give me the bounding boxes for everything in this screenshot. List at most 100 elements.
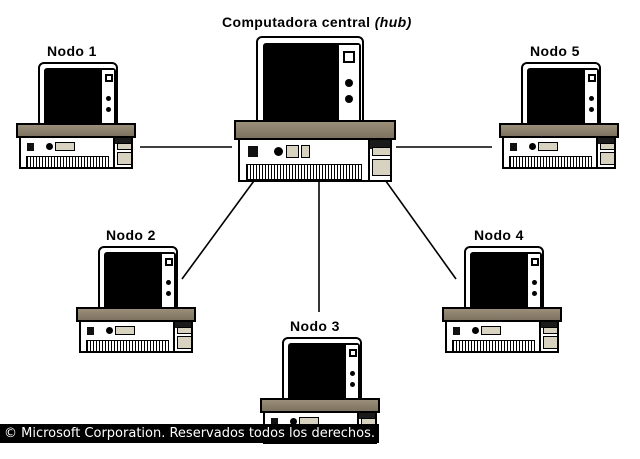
case-front (502, 136, 616, 169)
monitor-knob-upper-icon (350, 371, 355, 376)
monitor-knob-upper-icon (532, 280, 537, 285)
monitor-knob-upper-icon (106, 96, 111, 101)
drive-slot-upper (177, 327, 191, 334)
drive-led-icon (472, 327, 479, 334)
computer-node1[interactable] (12, 62, 140, 169)
monitor-knob-upper-icon (589, 96, 594, 101)
power-button-icon[interactable] (510, 143, 517, 151)
monitor-knob-lower-icon (589, 107, 594, 112)
drive-bay-shadow (541, 322, 557, 328)
monitor-screen (265, 45, 337, 121)
drive-bay (539, 322, 557, 351)
power-button-icon[interactable] (248, 146, 258, 157)
monitor-inner (470, 252, 542, 310)
monitor-control-panel (337, 45, 359, 121)
drive-bay (173, 322, 191, 351)
computer-node5[interactable] (495, 62, 623, 169)
drive-bay-shadow (115, 138, 131, 144)
drive-led-icon (529, 143, 536, 150)
monitor-control-panel (583, 70, 597, 124)
case-front (445, 320, 559, 353)
drive-led-icon (274, 147, 283, 156)
monitor-bezel (38, 62, 118, 128)
case-vents (86, 340, 169, 351)
monitor-inner (263, 43, 361, 123)
case-top-surface (18, 125, 134, 136)
drive-led-icon (46, 143, 53, 150)
monitor-inner (527, 68, 599, 126)
computer-node2[interactable] (72, 246, 200, 353)
case-top-deck (234, 120, 396, 140)
diagram-title: Computadora central (hub) (222, 14, 412, 30)
monitor-inner (104, 252, 176, 310)
drive-slot-lower (600, 152, 614, 165)
case-vents (26, 156, 109, 167)
case-vents (452, 340, 535, 351)
case-top-surface (262, 400, 378, 411)
drive-bay (596, 138, 614, 167)
monitor-knob-lower-icon (345, 95, 353, 103)
monitor-screen (472, 254, 526, 308)
front-panel-strip (115, 326, 135, 335)
power-button-icon[interactable] (271, 418, 278, 426)
drive-slot-upper (600, 143, 614, 150)
drive-bay-shadow (370, 140, 390, 149)
front-panel-strip (538, 142, 558, 151)
case-top-surface (78, 309, 194, 320)
monitor-inner (288, 343, 360, 401)
power-button-icon[interactable] (453, 327, 460, 335)
monitor-knob-lower-icon (106, 107, 111, 112)
diagram-title-italic: (hub) (374, 14, 412, 30)
computer-node3[interactable] (256, 337, 384, 444)
label-node5: Nodo 5 (530, 43, 580, 59)
drive-slot-upper (117, 143, 131, 150)
monitor-indicator-square-icon (531, 258, 539, 266)
monitor-indicator-square-icon (349, 349, 357, 357)
monitor-knob-upper-icon (166, 280, 171, 285)
monitor-screen (46, 70, 100, 124)
monitor-bezel (256, 36, 364, 126)
monitor-bezel (282, 337, 362, 403)
monitor-knob-lower-icon (166, 291, 171, 296)
label-node1: Nodo 1 (47, 43, 97, 59)
case-vents (246, 164, 362, 180)
case-top-surface (501, 125, 617, 136)
drive-slot-upper (543, 327, 557, 334)
monitor-control-panel (526, 254, 540, 308)
case-front (19, 136, 133, 169)
case-vents (509, 156, 592, 167)
power-button-icon[interactable] (27, 143, 34, 151)
monitor-indicator-square-icon (105, 74, 113, 82)
monitor-inner (44, 68, 116, 126)
case-front (238, 138, 392, 182)
monitor-bezel (521, 62, 601, 128)
case-top-surface (444, 309, 560, 320)
monitor-knob-upper-icon (345, 79, 353, 87)
label-node4: Nodo 4 (474, 227, 524, 243)
drive-slot-lower (372, 159, 390, 176)
computer-hub[interactable] (228, 36, 400, 182)
computer-node4[interactable] (438, 246, 566, 353)
front-panel-strip (286, 145, 299, 158)
copyright-caption: © Microsoft Corporation. Reservados todo… (0, 424, 380, 443)
link-hub-node4 (377, 169, 457, 280)
monitor-screen (529, 70, 583, 124)
power-button-icon[interactable] (87, 327, 94, 335)
monitor-control-panel (160, 254, 174, 308)
monitor-bezel (464, 246, 544, 312)
drive-bay-shadow (175, 322, 191, 328)
monitor-knob-lower-icon (350, 382, 355, 387)
label-node3: Nodo 3 (290, 318, 340, 334)
drive-bay-shadow (598, 138, 614, 144)
drive-bay-shadow (359, 413, 375, 419)
monitor-indicator-square-icon (588, 74, 596, 82)
monitor-bezel (98, 246, 178, 312)
drive-slot-lower (177, 336, 191, 349)
drive-slot-lower (543, 336, 557, 349)
monitor-control-panel (344, 345, 358, 399)
front-panel-strip (481, 326, 501, 335)
label-node2: Nodo 2 (106, 227, 156, 243)
drive-slot-upper (372, 147, 390, 156)
drive-bay (113, 138, 131, 167)
